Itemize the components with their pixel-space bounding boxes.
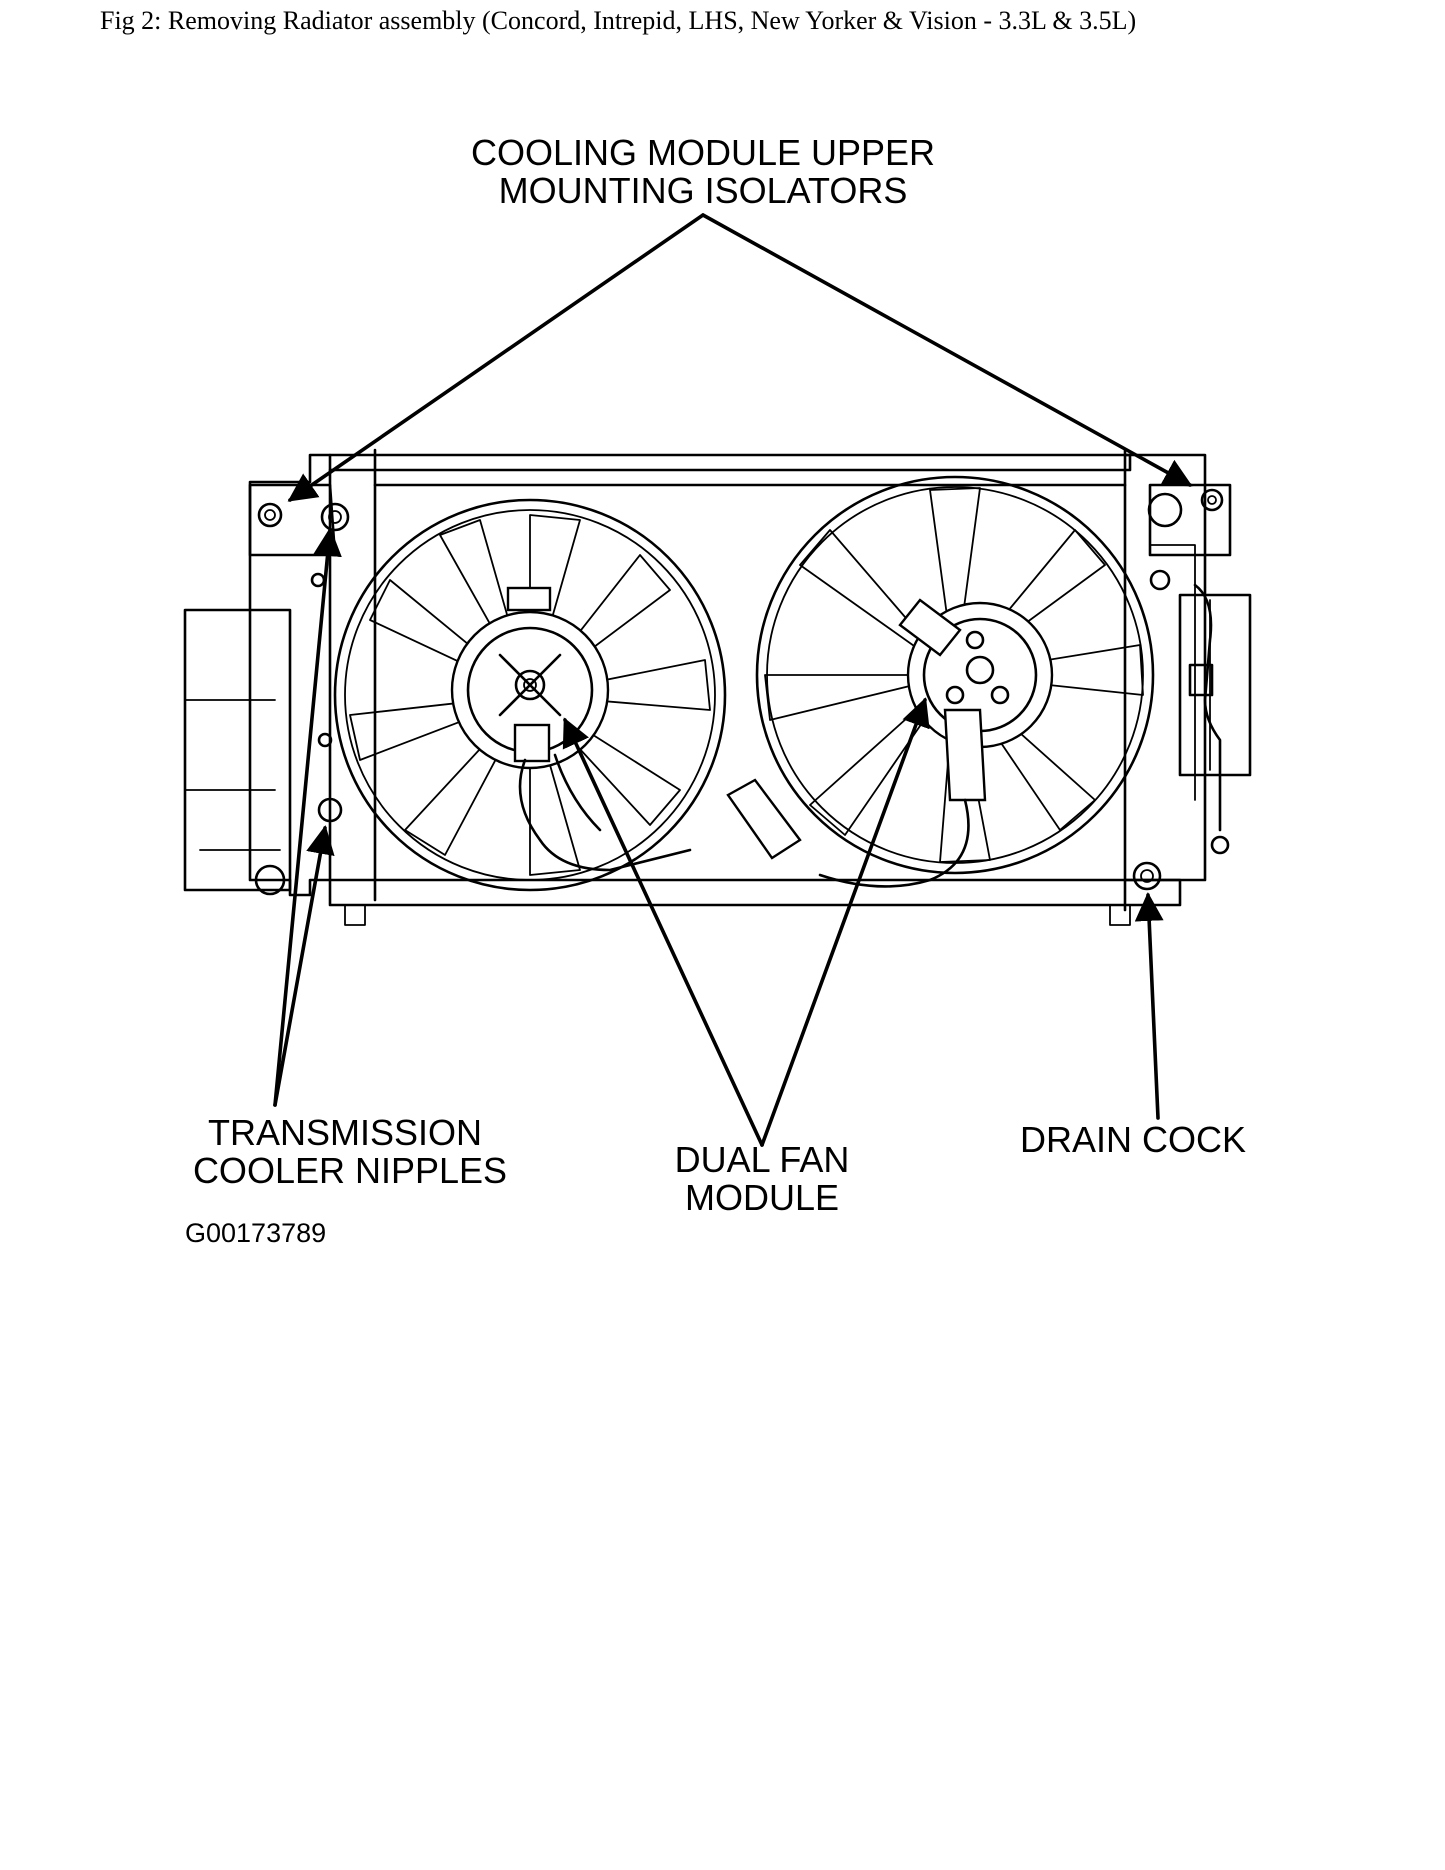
label-transmission-nipples-line1: TRANSMISSION — [208, 1112, 482, 1153]
figure-caption: Fig 2: Removing Radiator assembly (Conco… — [100, 6, 1137, 35]
label-transmission-nipples-line2: COOLER NIPPLES — [193, 1150, 507, 1191]
leader-lines — [273, 213, 1193, 1147]
label-upper-isolators-line1: COOLING MODULE UPPER — [471, 132, 935, 173]
left-fan — [333, 498, 727, 892]
figure-id: G00173789 — [185, 1218, 326, 1248]
label-upper-isolators-line2: MOUNTING ISOLATORS — [499, 170, 908, 211]
label-drain-cock: DRAIN COCK — [1020, 1119, 1246, 1160]
right-fan — [726, 475, 1155, 888]
radiator-frame — [183, 448, 1252, 926]
label-dual-fan-line2: MODULE — [685, 1177, 839, 1218]
